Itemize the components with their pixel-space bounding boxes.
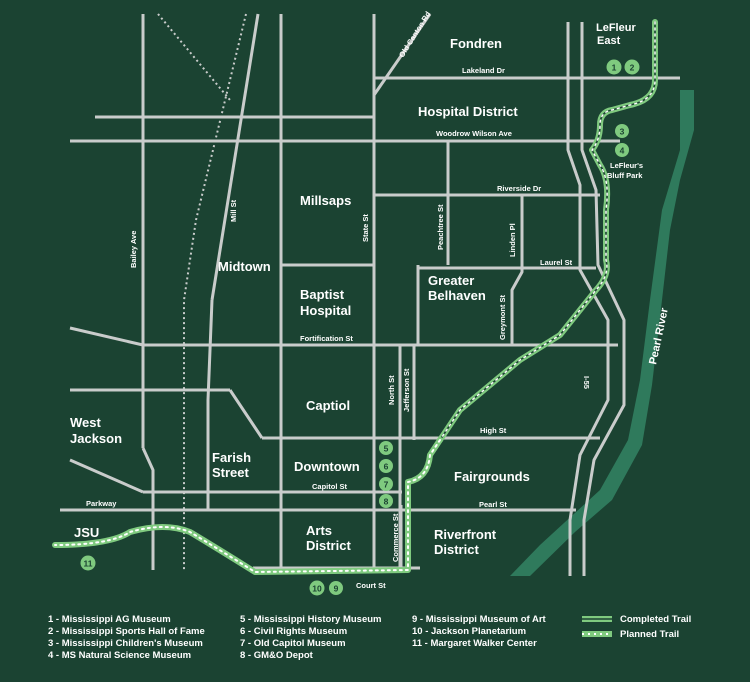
- road-h-390-diag: [228, 389, 264, 439]
- legend-item-10: 10 - Jackson Planetarium: [412, 626, 526, 637]
- label-court-st: Court St: [356, 581, 386, 590]
- label-riverfront-1: Riverfront: [434, 527, 497, 542]
- label-capitol-st: Capitol St: [312, 482, 348, 491]
- label-riverside-dr: Riverside Dr: [497, 184, 541, 193]
- linden-pl-road: [510, 195, 524, 345]
- legend-item-1: 1 - Mississippi AG Museum: [48, 614, 171, 625]
- marker-4[interactable]: 4: [615, 143, 629, 157]
- label-farish-1: Farish: [212, 450, 251, 465]
- label-high-st: High St: [480, 426, 507, 435]
- label-north-st: North St: [387, 375, 396, 405]
- label-downtown: Downtown: [294, 459, 360, 474]
- legend-item-11: 11 - Margaret Walker Center: [412, 638, 537, 649]
- road-h-330-west: [69, 326, 144, 347]
- legend-item-5: 5 - Mississippi History Museum: [240, 614, 381, 625]
- label-greater-belhaven-1: Greater: [428, 273, 474, 288]
- marker-2[interactable]: 2: [624, 59, 640, 75]
- label-baptist-2: Hospital: [300, 303, 351, 318]
- mill-st-road: [210, 13, 260, 301]
- label-fondren: Fondren: [450, 36, 502, 51]
- label-greater-belhaven-2: Belhaven: [428, 288, 486, 303]
- label-parkway: Parkway: [86, 499, 117, 508]
- marker-9[interactable]: 9: [329, 581, 343, 595]
- marker-11[interactable]: 11: [80, 555, 96, 571]
- label-woodrow-wilson-ave: Woodrow Wilson Ave: [436, 129, 512, 138]
- svg-text:10: 10: [312, 584, 322, 594]
- road-h-460: [69, 458, 144, 494]
- marker-5[interactable]: 5: [379, 441, 393, 455]
- label-jsu: JSU: [74, 525, 99, 540]
- label-baptist-1: Baptist: [300, 287, 345, 302]
- svg-text:1: 1: [612, 63, 617, 73]
- label-midtown: Midtown: [218, 259, 271, 274]
- legend-planned-label: Planned Trail: [620, 629, 679, 640]
- railroad-line-2: [183, 13, 247, 572]
- label-lefleur-east-1: LeFleur: [596, 22, 636, 34]
- label-millsaps: Millsaps: [300, 193, 351, 208]
- svg-text:11: 11: [84, 559, 93, 569]
- legend-item-3: 3 - Mississippi Children's Museum: [48, 638, 203, 649]
- railroad-line: [157, 13, 231, 101]
- label-west-jackson-1: West: [70, 415, 101, 430]
- i55-road-west: [566, 22, 610, 576]
- marker-1[interactable]: 1: [606, 59, 622, 75]
- old-canton-rd-road: [372, 13, 432, 96]
- map-legend: 1 - Mississippi AG Museum 2 - Mississipp…: [48, 614, 691, 661]
- label-lefleur-east-2: East: [597, 35, 621, 47]
- svg-text:4: 4: [620, 146, 625, 156]
- label-laurel-st: Laurel St: [540, 258, 573, 267]
- label-lefleurs-bluff-1: LeFleur's: [610, 161, 643, 170]
- label-arts-1: Arts: [306, 523, 332, 538]
- svg-text:3: 3: [620, 127, 625, 137]
- svg-text:6: 6: [384, 462, 389, 472]
- label-linden-pl: Linden Pl: [508, 223, 517, 257]
- mill-st-south-road: [206, 299, 214, 510]
- label-lakeland-dr: Lakeland Dr: [462, 66, 505, 75]
- marker-7[interactable]: 7: [379, 477, 393, 491]
- legend-item-6: 6 - Civil Rights Museum: [240, 626, 347, 637]
- label-i55: I-55: [582, 376, 591, 389]
- trail-route: [52, 19, 658, 575]
- label-arts-2: District: [306, 538, 351, 553]
- label-jefferson-st: Jefferson St: [402, 368, 411, 412]
- label-riverfront-2: District: [434, 542, 479, 557]
- marker-8[interactable]: 8: [379, 494, 393, 508]
- svg-text:8: 8: [384, 497, 389, 507]
- label-bailey-ave: Bailey Ave: [129, 231, 138, 268]
- label-commerce-st: Commerce St: [391, 513, 400, 562]
- legend-item-7: 7 - Old Capitol Museum: [240, 638, 346, 649]
- neighborhood-labels: Fondren LeFleur East Hospital District M…: [70, 22, 643, 557]
- label-peachtree-st: Peachtree St: [436, 204, 445, 250]
- pearl-river: [510, 90, 694, 576]
- label-farish-2: Street: [212, 465, 250, 480]
- legend-item-2: 2 - Mississippi Sports Hall of Fame: [48, 626, 205, 637]
- svg-text:7: 7: [384, 480, 389, 490]
- i55-road-east: [580, 22, 626, 576]
- label-lefleurs-bluff-2: Bluff Park: [607, 171, 643, 180]
- legend-item-8: 8 - GM&O Depot: [240, 650, 314, 661]
- marker-10[interactable]: 10: [309, 580, 325, 596]
- label-mill-st: Mill St: [229, 199, 238, 222]
- label-greymont-st: Greymont St: [498, 294, 507, 340]
- legend-item-4: 4 - MS Natural Science Museum: [48, 650, 191, 661]
- label-fairgrounds: Fairgrounds: [454, 469, 530, 484]
- bailey-ave-south-road: [141, 447, 155, 570]
- svg-text:5: 5: [384, 444, 389, 454]
- marker-6[interactable]: 6: [379, 459, 393, 473]
- label-state-st: State St: [361, 214, 370, 242]
- label-hospital-district: Hospital District: [418, 104, 518, 119]
- label-west-jackson-2: Jackson: [70, 431, 122, 446]
- label-pearl-st: Pearl St: [479, 500, 507, 509]
- svg-text:2: 2: [630, 63, 635, 73]
- location-markers: 1 2 3 4 5 6 7 8 9 10 11: [80, 59, 640, 596]
- legend-item-9: 9 - Mississippi Museum of Art: [412, 614, 547, 625]
- marker-3[interactable]: 3: [615, 124, 629, 138]
- label-fortification-st: Fortification St: [300, 334, 353, 343]
- legend-completed-label: Completed Trail: [620, 614, 691, 625]
- label-captiol: Captiol: [306, 398, 350, 413]
- svg-text:9: 9: [334, 584, 339, 594]
